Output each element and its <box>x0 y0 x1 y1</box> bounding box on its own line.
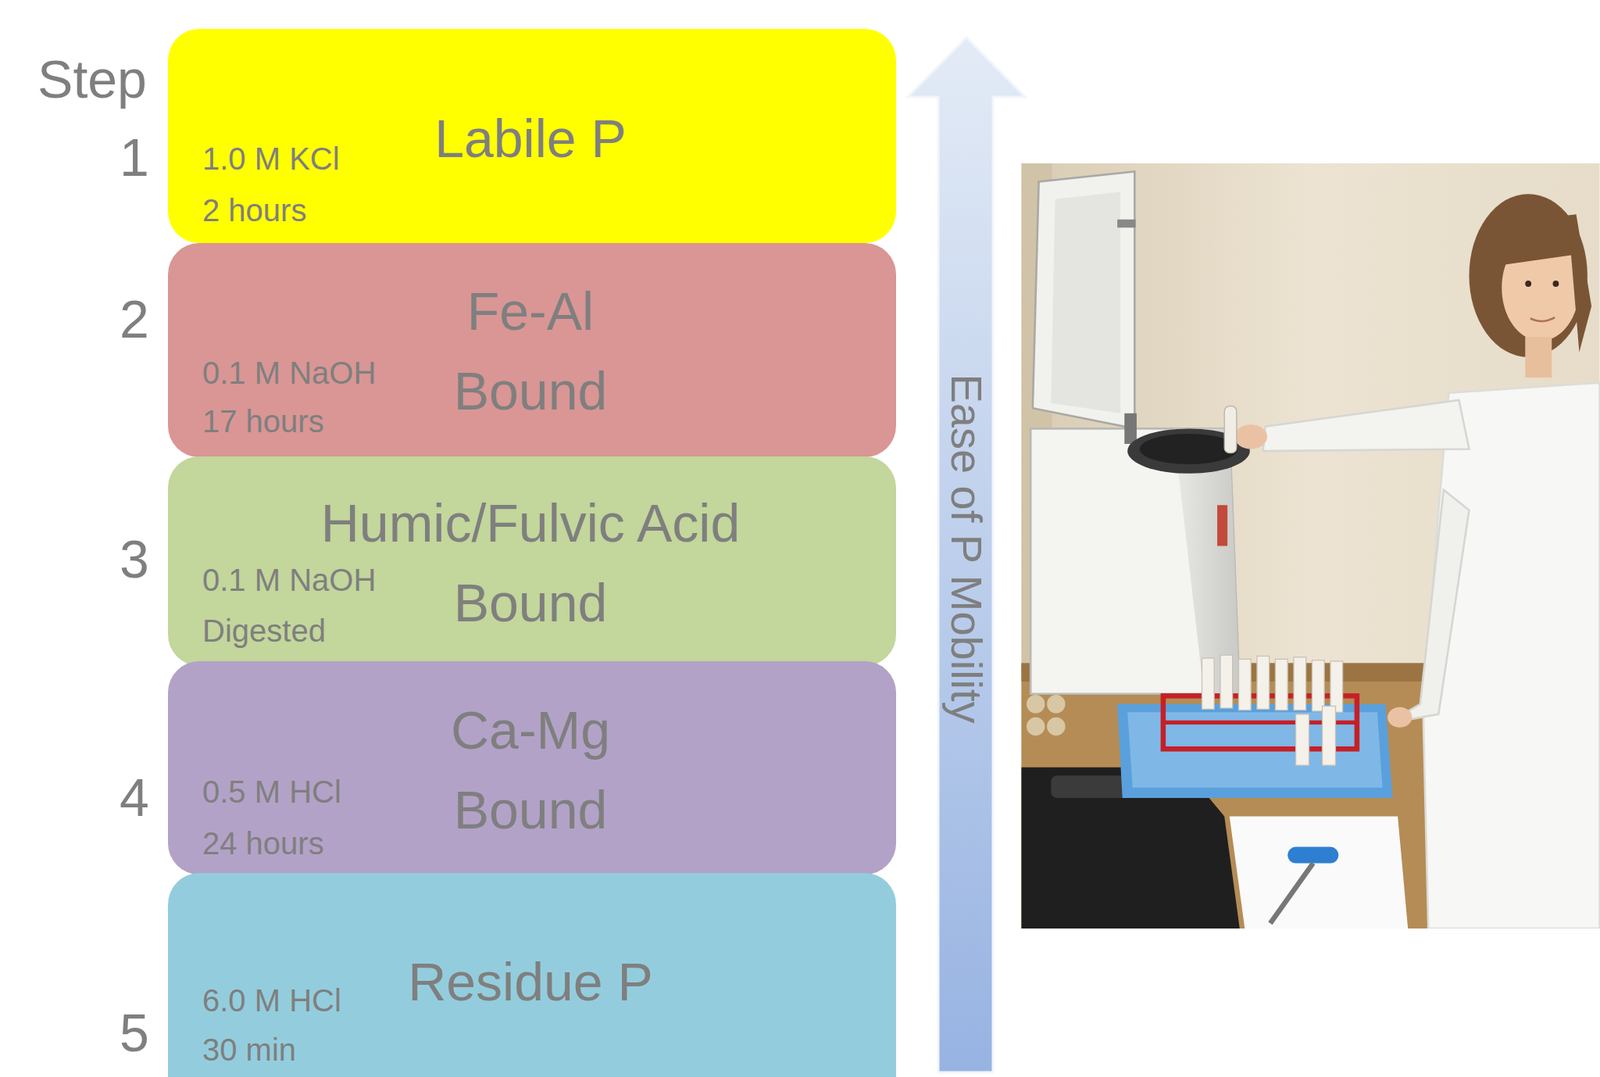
fraction-band: Residue P6.0 M HCl 30 min <box>167 872 897 1077</box>
reagent-label: 0.1 M NaOH <box>202 560 376 599</box>
step-number: 1 <box>119 125 150 190</box>
arrow-shape <box>907 37 1025 1072</box>
fraction-title: Ca-Mg Bound <box>413 689 648 850</box>
reagent-label: 1.0 M KCl <box>202 139 340 178</box>
fraction-band: Ca-Mg Bound 0.5 M HCl 24 hours <box>167 660 897 875</box>
step-number: 3 <box>119 527 150 592</box>
fraction-band: Fe-Al Bound 0.1 M NaOH 17 hours <box>167 242 897 458</box>
reagent-label: 6.0 M HCl <box>202 981 342 1019</box>
fraction-band: Humic/Fulvic Acid Bound0.1 M NaOHDigeste… <box>167 456 897 666</box>
fraction-title: Residue P <box>296 941 765 1022</box>
step-heading: Step <box>37 47 147 112</box>
fraction-title: Fe-Al Bound <box>413 271 648 431</box>
time-label: 2 hours <box>202 191 307 229</box>
step-number: 4 <box>119 765 150 830</box>
time-label: 24 hours <box>202 824 325 862</box>
axis-label: Ease of P Mobility <box>939 373 993 723</box>
reagent-label: 0.5 M HCl <box>202 772 342 811</box>
time-label: 17 hours <box>202 402 325 440</box>
step-number: 2 <box>119 287 150 352</box>
fraction-title: Labile P <box>296 98 765 179</box>
reagent-label: 0.1 M NaOH <box>202 353 376 392</box>
fraction-band: Labile P1.0 M KCl 2 hours <box>167 28 897 243</box>
step-number: 5 <box>119 1000 150 1065</box>
time-label: 30 min <box>202 1030 297 1068</box>
lab-photo <box>1021 163 1600 929</box>
time-label: Digested <box>202 611 326 650</box>
